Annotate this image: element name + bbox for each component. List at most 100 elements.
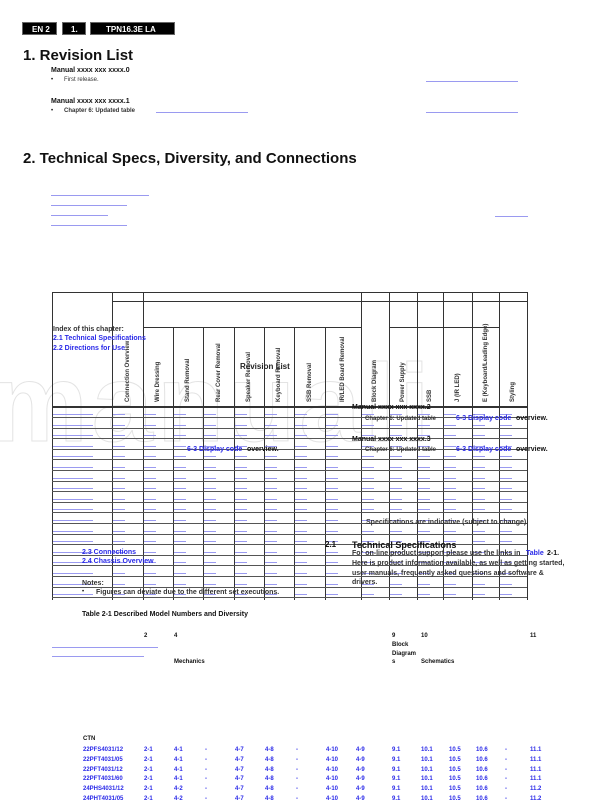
link-connections[interactable]: 2.3 Connections [82, 549, 137, 556]
grid-link [204, 425, 216, 426]
model-number[interactable]: 22PFT4031/05 [83, 756, 123, 763]
table-cell[interactable]: 10.5 [449, 766, 461, 773]
grid-link [265, 531, 277, 532]
table-cell[interactable]: 10.1 [421, 776, 433, 783]
table-cell[interactable]: 4-8 [265, 796, 274, 802]
table-cell[interactable]: 2-1 [144, 747, 153, 753]
grid-link [473, 573, 485, 574]
table-cell[interactable]: 10.1 [421, 747, 433, 753]
table-cell[interactable]: 10.5 [449, 776, 461, 783]
link-display-code[interactable]: 6-3 Display code [456, 446, 512, 453]
table-cell[interactable]: 10.6 [476, 747, 488, 753]
table-cell[interactable]: 4-10 [326, 776, 339, 783]
grid-hline [52, 555, 527, 556]
grid-link [174, 488, 186, 489]
table-cell[interactable]: 10.5 [449, 747, 461, 753]
revision-list-heading: 1. Revision List [23, 47, 134, 64]
table-cell[interactable]: 2-1 [144, 776, 153, 783]
table-cell[interactable]: 9.1 [392, 786, 401, 793]
table-cell[interactable]: 10.5 [449, 796, 461, 802]
table-cell[interactable]: 4-8 [265, 776, 274, 783]
table-cell[interactable]: 10.5 [449, 786, 461, 793]
table-cell[interactable]: 10.6 [476, 776, 488, 783]
table-cell[interactable]: 4-9 [356, 776, 365, 783]
model-number[interactable]: 22PFS4031/12 [83, 747, 124, 753]
grid-link [390, 467, 402, 468]
table-cell[interactable]: 4-2 [174, 786, 183, 793]
model-number[interactable]: 22PFT4031/60 [83, 776, 123, 783]
link-directions-for-use[interactable]: 2.2 Directions for Use [53, 345, 125, 352]
table-cell[interactable]: 4-10 [326, 796, 339, 802]
table-cell[interactable]: 2-1 [144, 786, 153, 793]
table-cell[interactable]: 9.1 [392, 796, 401, 802]
table-cell[interactable]: 10.6 [476, 766, 488, 773]
table-cell[interactable]: 4-1 [174, 776, 183, 783]
link-display-code[interactable]: 6-3 Display code [187, 446, 243, 453]
grid-link [113, 552, 125, 553]
table-cell: - [296, 766, 298, 773]
table-cell[interactable]: 4-9 [356, 796, 365, 802]
table-cell[interactable]: 11.1 [530, 756, 542, 763]
table-cell[interactable]: 10.1 [421, 786, 433, 793]
table-cell[interactable]: 4-2 [174, 796, 183, 802]
table-cell[interactable]: 4-7 [235, 776, 244, 783]
model-number[interactable]: 24PHS4031/12 [83, 786, 124, 793]
grid-vline [203, 327, 204, 600]
table-cell[interactable]: 2-1 [144, 766, 153, 773]
grid-hline [52, 292, 527, 293]
table-cell[interactable]: 4-8 [265, 786, 274, 793]
table-cell[interactable]: 9.1 [392, 766, 401, 773]
table-cell[interactable]: 4-7 [235, 766, 244, 773]
table-cell[interactable]: 4-9 [356, 786, 365, 793]
table-cell[interactable]: 4-10 [326, 747, 339, 753]
table-cell[interactable]: 2-1 [144, 756, 153, 763]
table-cell[interactable]: 4-8 [265, 747, 274, 753]
table-cell[interactable]: 4-9 [356, 747, 365, 753]
grid-link [174, 509, 186, 510]
table-cell[interactable]: 4-10 [326, 786, 339, 793]
table-cell[interactable]: 4-1 [174, 747, 183, 753]
table-cell[interactable]: 4-7 [235, 747, 244, 753]
link-table[interactable]: Table [526, 550, 544, 557]
model-number[interactable]: 22PFT4031/12 [83, 766, 123, 773]
table-cell[interactable]: 10.6 [476, 796, 488, 802]
table-cell[interactable]: 4-10 [326, 756, 339, 763]
table-cell[interactable]: 4-7 [235, 756, 244, 763]
link-chassis-overview[interactable]: 2.4 Chassis Overview [82, 558, 154, 565]
table-cell[interactable]: 4-8 [265, 756, 274, 763]
link-technical-specs[interactable]: 2.1 Technical Specifications [53, 335, 146, 342]
model-number[interactable]: 24PHT4031/05 [83, 796, 124, 802]
grid-link [174, 531, 186, 532]
table-cell[interactable]: 10.1 [421, 796, 433, 802]
table-cell[interactable]: 4-8 [265, 766, 274, 773]
grid-link [174, 467, 186, 468]
table-cell[interactable]: 9.1 [392, 776, 401, 783]
grid-link [326, 435, 338, 436]
table-cell[interactable]: 10.5 [449, 756, 461, 763]
table-cell[interactable]: 10.1 [421, 756, 433, 763]
table-cell[interactable]: 4-9 [356, 766, 365, 773]
table-cell[interactable]: 4-1 [174, 766, 183, 773]
grid-link [390, 573, 402, 574]
table-cell[interactable]: 9.1 [392, 756, 401, 763]
grid-link [390, 541, 402, 542]
table-cell[interactable]: 2-1 [144, 796, 153, 802]
table-cell[interactable]: 11.1 [530, 766, 542, 773]
table-cell[interactable]: 4-10 [326, 766, 339, 773]
table-cell[interactable]: 9.1 [392, 747, 401, 753]
grid-link [144, 499, 156, 500]
table-cell[interactable]: 4-7 [235, 786, 244, 793]
column-header: Rear Cover Removal [215, 343, 222, 402]
link-display-code[interactable]: 6-3 Display code [456, 415, 512, 422]
grid-link [235, 509, 247, 510]
table-cell[interactable]: 10.6 [476, 756, 488, 763]
table-cell[interactable]: 4-1 [174, 756, 183, 763]
table-cell[interactable]: 10.6 [476, 786, 488, 793]
table-cell[interactable]: 11.1 [530, 747, 542, 753]
table-cell[interactable]: 10.1 [421, 766, 433, 773]
table-cell[interactable]: 11.2 [530, 786, 542, 793]
table-cell[interactable]: 11.2 [530, 796, 542, 802]
table-cell[interactable]: 11.1 [530, 776, 542, 783]
table-cell[interactable]: 4-9 [356, 756, 365, 763]
table-cell[interactable]: 4-7 [235, 796, 244, 802]
